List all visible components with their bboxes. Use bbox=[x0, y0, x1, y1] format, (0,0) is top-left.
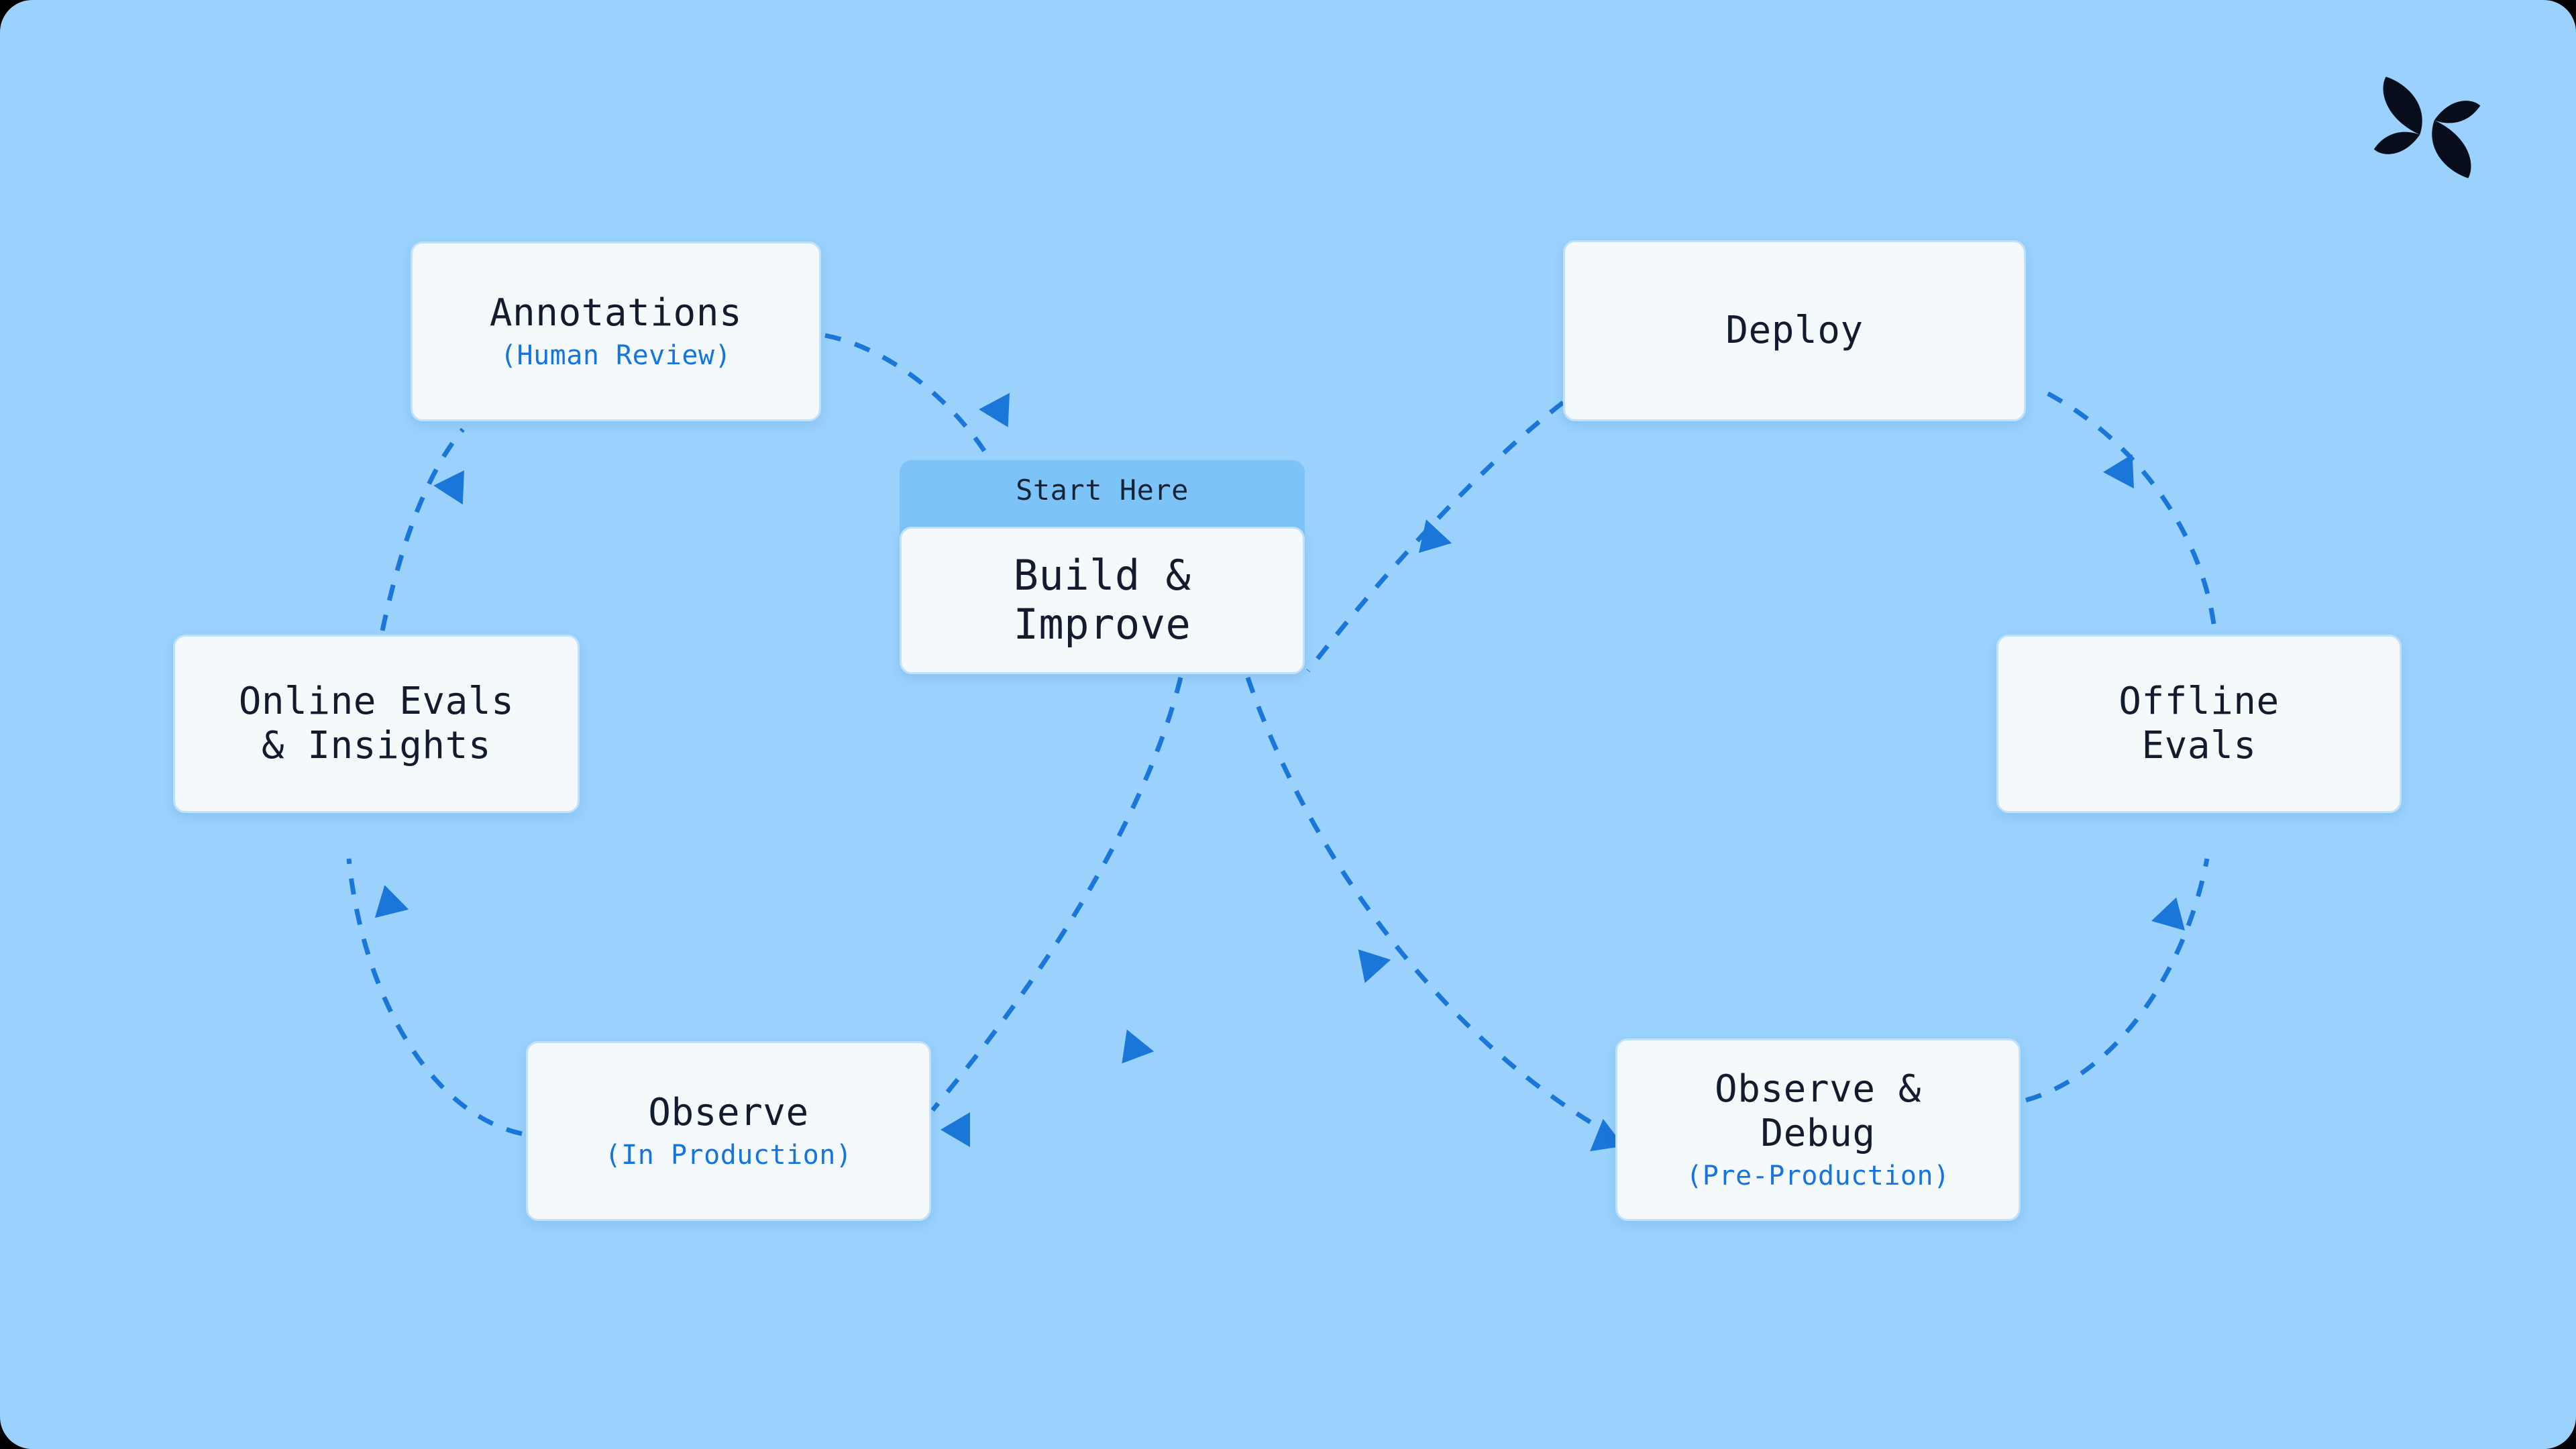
node-title: Build & Improve bbox=[1013, 551, 1191, 649]
edge-observe-to-online bbox=[346, 858, 523, 1136]
node-offline-evals[interactable]: Offline Evals bbox=[1996, 635, 2402, 813]
arrowhead-to-annotations bbox=[433, 470, 464, 505]
arrowhead-to-deploy bbox=[2103, 454, 2134, 489]
edge-build-to-debug bbox=[1245, 676, 1611, 1136]
arrowhead-to-observe-prod bbox=[941, 1112, 970, 1147]
node-annotations[interactable]: Annotations (Human Review) bbox=[411, 241, 821, 421]
node-observe-in-production[interactable]: Observe (In Production) bbox=[526, 1041, 931, 1221]
node-deploy[interactable]: Deploy bbox=[1563, 240, 2026, 421]
edge-debug-to-offline bbox=[2025, 858, 2210, 1103]
pinwheel-butterfly-logo bbox=[2373, 76, 2481, 178]
node-observe-debug-pre-production[interactable]: Observe & Debug (Pre-Production) bbox=[1615, 1038, 2021, 1221]
edge-build-to-observe bbox=[930, 677, 1183, 1112]
node-subtitle: (Human Review) bbox=[500, 339, 732, 371]
edge-annotations-to-build bbox=[824, 333, 988, 455]
start-here-label: Start Here bbox=[1016, 474, 1189, 506]
node-subtitle: (In Production) bbox=[604, 1139, 853, 1171]
arrowhead-to-build-right bbox=[1418, 519, 1452, 553]
edge-online-to-annotations bbox=[380, 427, 465, 631]
arrowhead-to-build-left bbox=[979, 392, 1010, 427]
node-subtitle: (Pre-Production) bbox=[1686, 1160, 1950, 1191]
arrowhead-to-online bbox=[374, 885, 409, 918]
node-title: Online Evals & Insights bbox=[238, 680, 515, 767]
arrowhead-to-observe bbox=[1122, 1029, 1155, 1064]
edge-offline-to-deploy bbox=[2038, 386, 2216, 625]
node-online-evals-insights[interactable]: Online Evals & Insights bbox=[173, 635, 580, 813]
node-title: Observe bbox=[648, 1091, 809, 1135]
node-title: Offline Evals bbox=[2118, 680, 2279, 767]
arrowhead-to-debug bbox=[1358, 949, 1391, 983]
node-title: Deploy bbox=[1725, 309, 1864, 353]
arrowhead-to-offline bbox=[2151, 897, 2185, 931]
edge-deploy-to-build bbox=[1306, 400, 1565, 673]
node-title: Observe & Debug bbox=[1715, 1067, 1921, 1155]
node-title: Annotations bbox=[489, 291, 743, 335]
node-build-improve[interactable]: Build & Improve bbox=[900, 527, 1305, 674]
